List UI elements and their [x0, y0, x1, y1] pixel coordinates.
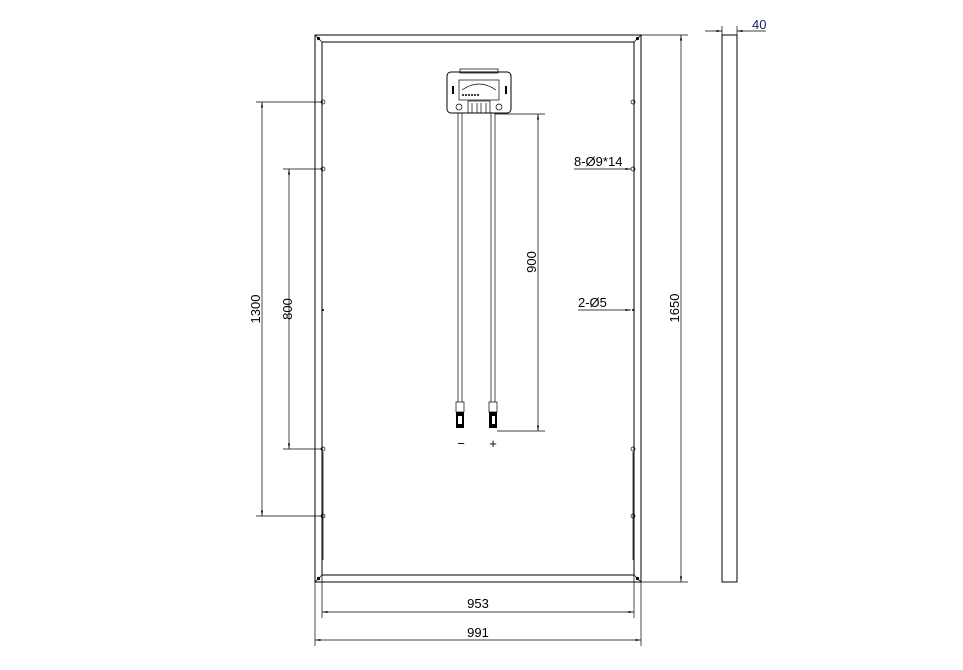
junction-box [446, 68, 512, 114]
svg-text:1650: 1650 [667, 294, 682, 323]
svg-text:991: 991 [467, 625, 489, 640]
dimension-width-inner: 953 [321, 575, 635, 618]
svg-text:1300: 1300 [248, 295, 263, 324]
dimension-height: 1650 [641, 34, 688, 583]
svg-text:800: 800 [280, 298, 295, 320]
callout-grounding-holes: 2-Ø5 [578, 295, 631, 312]
side-view: 40 [705, 17, 766, 583]
callout-mounting-holes: 8-Ø9*14 [574, 154, 631, 171]
svg-text:953: 953 [467, 596, 489, 611]
positive-terminal-label: + [489, 436, 497, 451]
svg-text:8-Ø9*14: 8-Ø9*14 [574, 154, 622, 169]
svg-text:2-Ø5: 2-Ø5 [578, 295, 607, 310]
dimension-mount-inner: 800 [280, 168, 323, 450]
negative-terminal-label: − [457, 436, 465, 451]
dimension-cable-length: 900 [495, 113, 545, 432]
svg-text:900: 900 [524, 251, 539, 273]
cable-positive [488, 113, 498, 428]
cable-negative [455, 113, 465, 428]
dimension-thickness: 40 [752, 17, 766, 32]
dimension-width-outer: 991 [314, 582, 642, 646]
panel-frame [314, 34, 642, 583]
dimension-mount-outer: 1300 [248, 101, 323, 517]
